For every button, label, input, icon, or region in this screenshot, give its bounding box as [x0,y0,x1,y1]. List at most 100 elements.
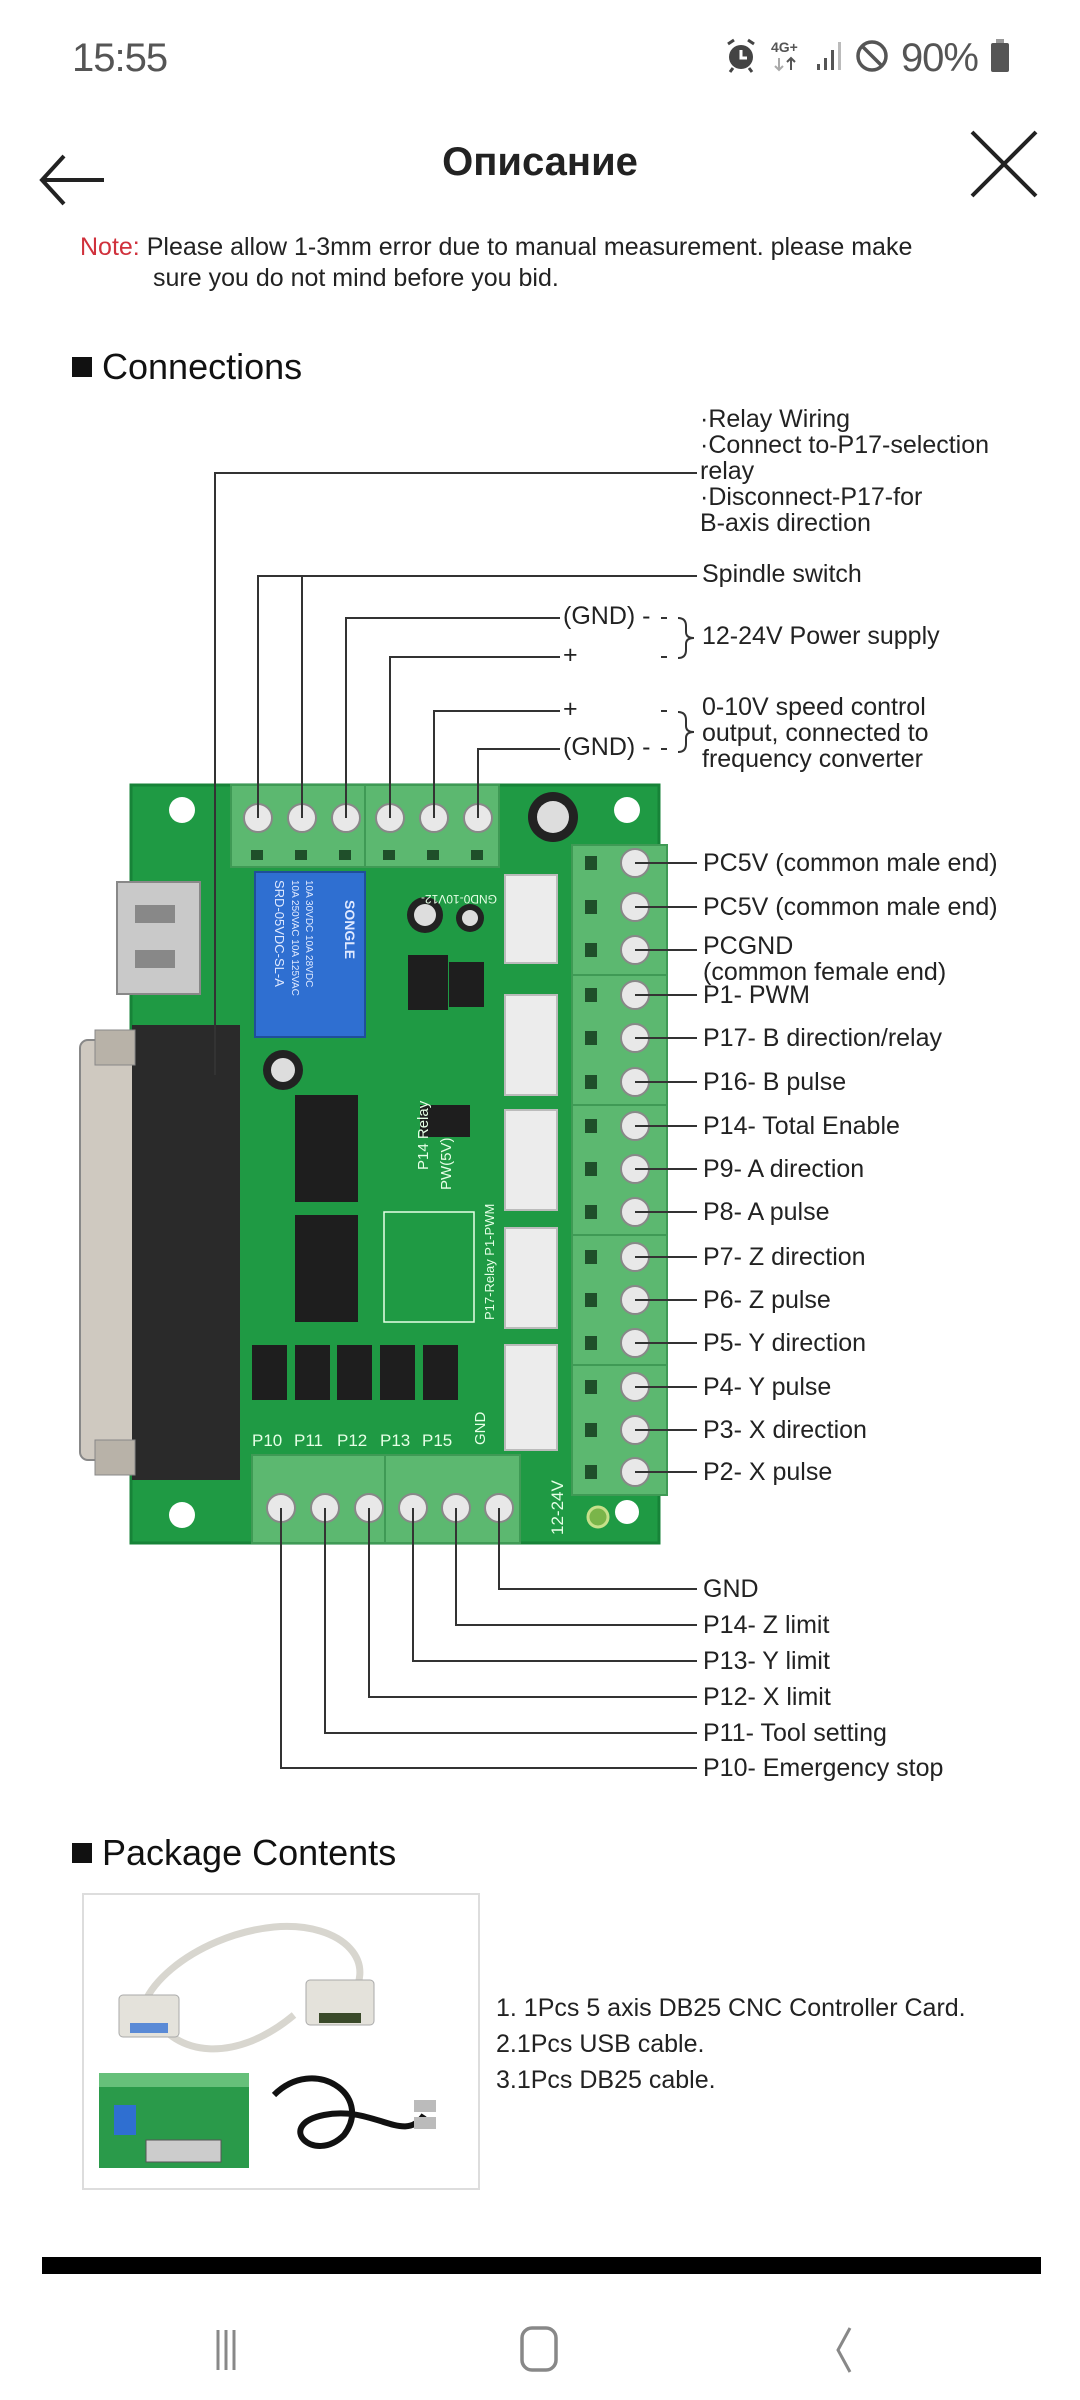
silkscreen-relay: P14 Relay [415,1100,432,1170]
silk-voltage: 12-24V [548,1480,567,1535]
network-type-text: 4G+ [771,39,798,55]
terminal-slot [585,1423,597,1437]
mount-hole [615,1500,639,1524]
bottom-pin-label: P10- Emergency stop [703,1754,944,1782]
silk-p15: P15 [422,1431,452,1450]
silkscreen-relay-pwm: P17-Relay P1-PWM [482,1204,497,1320]
terminal-slot [585,1075,597,1089]
relay-rating-text-2: 10A 30VDC 10A 28VDC [303,880,314,987]
connections-heading-text: Connections [102,346,303,387]
home-button[interactable] [500,2320,580,2380]
mount-hole [614,797,640,823]
package-contents-image[interactable] [82,1893,480,2190]
terminal-slot [585,1205,597,1219]
relay [254,871,366,1038]
ic-chip [420,1105,470,1137]
label-relay-wiring: ·Relay Wiring ·Connect to-P17-selection … [700,405,990,537]
label-gnd-power: (GND) - [563,602,651,630]
close-button[interactable] [966,126,1042,202]
label-plus-speed: + [563,695,578,723]
page-title: Описание [442,140,638,184]
db25-connector [132,1025,240,1480]
terminal-slot [585,1031,597,1045]
terminal-slot [585,1250,597,1264]
bottom-pin-label: P14- Z limit [703,1611,830,1639]
label-speed-control: 0-10V speed control output, connected to… [702,693,929,773]
terminal-slot [585,900,597,914]
terminal-slot [585,1380,597,1394]
relay-rating-text: 10A 250VAC 10A 125VAC [289,880,300,996]
right-pin-label: P1- PWM [703,981,810,1009]
silk-p12: P12 [337,1431,367,1450]
terminal-slot [585,1293,597,1307]
recents-button[interactable] [196,2320,276,2380]
nav-back-button[interactable] [800,2320,880,2380]
connection-diagram: SRD-05VDC-SL-A 10A 250VAC 10A 125VAC 10A… [0,400,1080,1800]
test-pad [586,1505,610,1529]
right-pin-label: P8- A pulse [703,1198,830,1226]
app-header: Описание [0,120,1080,220]
label-power-supply: 12-24V Power supply [702,622,940,650]
bottom-pin-label: P12- X limit [703,1683,831,1711]
right-pin-label: P16- B pulse [703,1068,847,1096]
relay-model-text: SRD-05VDC-SL-A [272,880,287,987]
close-icon [970,130,1038,198]
leader-lines [214,472,697,1769]
terminal-slot [585,943,597,957]
bottom-terminal-block [251,1454,521,1544]
relay-brand-text: SONGLE [342,900,358,959]
right-pin-label: P9- A direction [703,1155,865,1183]
right-pin-label: P3- X direction [703,1416,867,1444]
diagram-svg: SRD-05VDC-SL-A 10A 250VAC 10A 125VAC 10A… [79,472,697,1769]
pin-table-silkscreen [383,1211,475,1323]
right-pin-label: P6- Z pulse [703,1286,831,1314]
content-end-bar [42,2257,1041,2274]
right-pin-label: PCGND (common female end) [703,932,947,986]
jst-connectors [504,874,558,1451]
terminal-slot [585,988,597,1002]
back-button[interactable] [38,138,108,208]
brace-power [677,617,695,659]
ic-chip [295,1215,358,1322]
bottom-pin-label: P11- Tool setting [703,1719,887,1747]
optocouplers [252,1345,458,1400]
status-bar: 15:55 4G+ 90% [0,0,1080,120]
bottom-pin-label: GND [703,1575,759,1603]
network-4g-icon: 4G+ [769,38,803,79]
brace-speed [677,711,695,753]
right-pin-label: P5- Y direction [703,1329,867,1357]
mount-hole [169,1502,195,1528]
ic-chip [295,1095,358,1202]
silk-p10: P10 [252,1431,282,1450]
right-pin-label: PC5V (common male end) [703,893,998,921]
package-item: 1. 1Pcs 5 axis DB25 CNC Controller Card. [496,1994,966,2022]
package-contents-list: 1. 1Pcs 5 axis DB25 CNC Controller Card.… [496,1990,966,2098]
top-screws [243,803,493,833]
do-not-disturb-icon [855,39,889,78]
terminal-slot [585,1336,597,1350]
right-pin-label: P14- Total Enable [703,1112,900,1140]
package-photo [99,1922,436,2168]
status-time: 15:55 [72,36,168,80]
battery-percent: 90% [900,36,979,80]
status-icons: 4G+ 90% [725,36,1010,81]
ic-chip [408,955,448,1010]
recents-icon [216,2330,236,2370]
db25-metal-shell [79,1039,141,1461]
ic-chip [449,962,484,1007]
signal-icon [815,40,843,77]
mount-hole [169,797,195,823]
alarm-icon [725,38,757,79]
silkscreen-voltage-header: GND0-10V12- [421,892,497,906]
package-item: 2.1Pcs USB cable. [496,2030,705,2058]
system-nav-bar [0,2290,1080,2400]
silk-p11: P11 [294,1431,323,1450]
usb-port [116,881,201,995]
home-icon [520,2326,558,2372]
label-plus-power: + [563,641,578,669]
silkscreen-pw: PW(5V) [438,1137,455,1190]
terminal-slot [585,1162,597,1176]
package-contents-heading: Package Contents [72,1832,396,1874]
right-pin-label: P2- X pulse [703,1458,833,1486]
connections-heading: Connections [72,346,302,388]
